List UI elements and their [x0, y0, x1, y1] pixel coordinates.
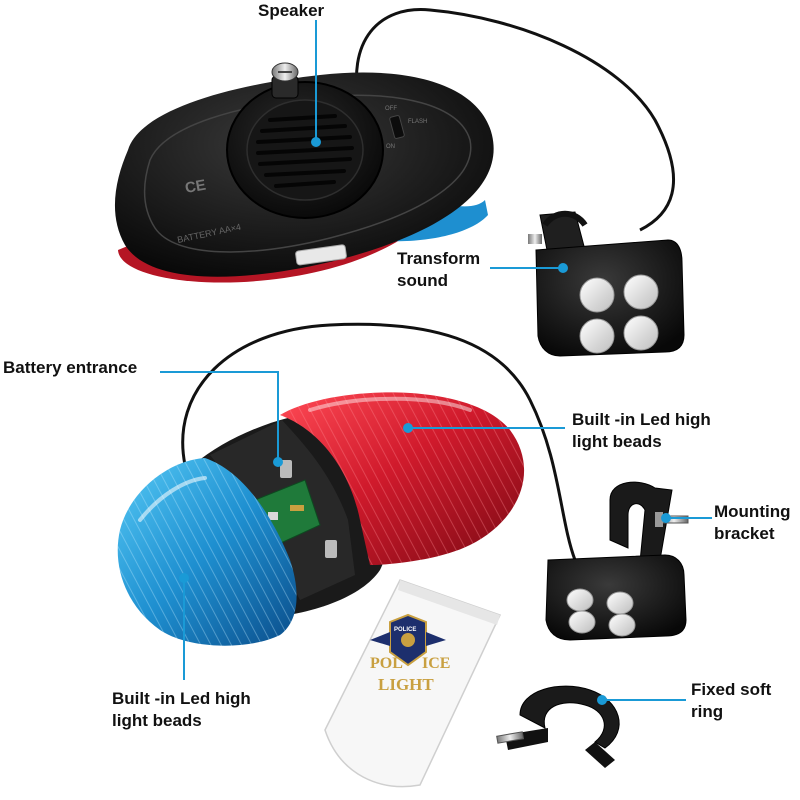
horn-unit-back: CE BATTERY AA×4 OFF FLASH ON [114, 8, 675, 283]
label-battery-entrance: Battery entrance [3, 358, 138, 377]
label-led-blue: Built -in Led high light beads [112, 688, 251, 732]
label-fixed-ring-line2: ring [691, 702, 724, 721]
label-transform-sound-line2: sound [397, 271, 448, 290]
rubber-strap: POLICE POL ICE LIGHT [324, 579, 502, 788]
horn-unit-front [117, 322, 577, 646]
mode-switch [389, 115, 405, 139]
switch-label-on: ON [386, 144, 395, 150]
decal-side-right: ICE [422, 655, 450, 672]
label-mounting-line2: bracket [714, 524, 775, 543]
switch-pod-top [528, 210, 685, 357]
label-led-red-line2: light beads [572, 432, 662, 451]
decal-bottom-text: LIGHT [378, 675, 434, 694]
bracket-nut [655, 512, 663, 527]
switch-label-off: OFF [385, 106, 397, 112]
pod-buttons [579, 274, 659, 354]
label-led-blue-line1: Built -in Led high [112, 689, 251, 708]
pod-buttons-2 [566, 588, 636, 637]
callout-lines [160, 20, 712, 705]
label-led-blue-line2: light beads [112, 711, 202, 730]
fixed-soft-ring [496, 685, 620, 768]
ce-mark: CE [184, 177, 207, 197]
label-fixed-ring-line1: Fixed soft [691, 680, 772, 699]
label-mounting-bracket: Mounting bracket [714, 501, 790, 545]
battery-latch [295, 244, 347, 266]
decal-top-text: POLICE [394, 627, 416, 633]
label-transform-sound-line1: Transform [397, 249, 481, 268]
label-mounting-line1: Mounting [714, 502, 791, 521]
label-led-red: Built -in Led high light beads [572, 409, 711, 453]
police-badge-logo: POLICE [370, 613, 446, 667]
top-cable [355, 8, 675, 232]
label-speaker: Speaker [258, 1, 325, 20]
front-cable [181, 322, 577, 561]
label-led-red-line1: Built -in Led high [572, 410, 711, 429]
mounting-bracket [545, 481, 689, 641]
ring-screw [496, 731, 525, 744]
switch-label-flash: FLASH [408, 119, 427, 125]
label-transform-sound: Transform sound [397, 248, 480, 292]
decal-side-left: POL [370, 655, 403, 672]
label-fixed-soft-ring: Fixed soft ring [691, 679, 771, 723]
